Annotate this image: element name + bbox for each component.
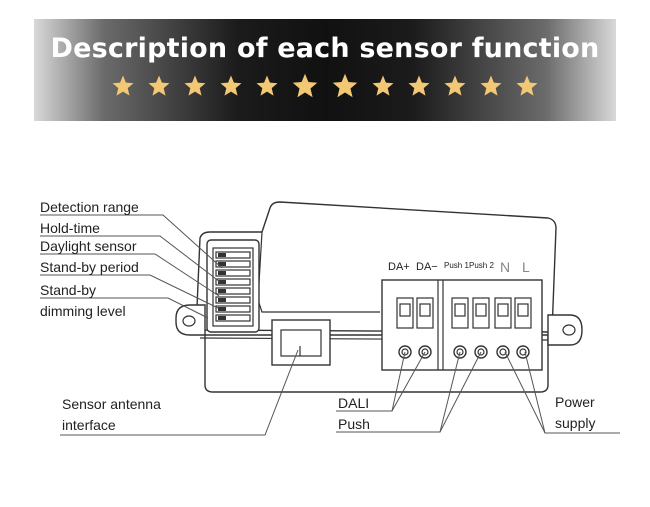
terminal-clamp — [416, 297, 434, 329]
star-icon — [444, 75, 466, 96]
terminal-screw-inner — [477, 348, 485, 356]
antenna-socket — [271, 319, 331, 366]
star-icon — [292, 73, 318, 98]
dip-switch-knob — [218, 316, 226, 320]
dip-switch — [215, 314, 251, 322]
terminal-clamp — [494, 297, 512, 329]
dip-switch-knob — [218, 298, 226, 302]
label-power-2: supply — [555, 415, 595, 431]
label-daylight-sensor: Daylight sensor — [40, 238, 137, 254]
dip-switch-knob — [218, 289, 226, 293]
star-icon — [256, 75, 278, 96]
dip-switch-knob — [218, 253, 226, 257]
dip-switch-block — [206, 239, 260, 333]
label-standby-period: Stand-by period — [40, 259, 139, 275]
terminal-clamp — [514, 297, 532, 329]
label-push: Push — [338, 416, 370, 432]
terminal-clamp-inner — [517, 303, 529, 317]
callout-lines — [40, 214, 620, 436]
dip-switch-knob — [218, 271, 226, 275]
star-icon — [332, 73, 358, 98]
terminal-clamp-inner — [419, 303, 431, 317]
terminal-block — [381, 279, 543, 371]
label-sensor-antenna-1: Sensor antenna — [62, 396, 161, 412]
terminal-clamp — [472, 297, 490, 329]
label-standby-dimming-1: Stand-by — [40, 282, 96, 298]
terminal-n: N — [500, 259, 510, 275]
header-banner: Description of each sensor function — [34, 19, 616, 121]
terminal-l: L — [522, 259, 530, 275]
label-dali: DALI — [338, 395, 369, 411]
dip-switch-knob — [218, 280, 226, 284]
label-power-1: Power — [555, 394, 595, 410]
terminal-screw-inner — [519, 348, 527, 356]
dip-switch — [215, 305, 251, 313]
page-title: Description of each sensor function — [50, 33, 600, 64]
dip-switch-knob — [218, 262, 226, 266]
dip-switch — [215, 287, 251, 295]
terminal-clamp-inner — [399, 303, 411, 317]
star-icon — [148, 75, 170, 96]
label-standby-dimming-2: dimming level — [40, 303, 126, 319]
terminal-screw-inner — [421, 348, 429, 356]
dip-switch — [215, 260, 251, 268]
dip-switch — [215, 278, 251, 286]
label-sensor-antenna-2: interface — [62, 417, 116, 433]
terminal-push2: Push 2 — [469, 261, 494, 270]
star-icon — [372, 75, 394, 96]
star-icon — [220, 75, 242, 96]
terminal-clamp-inner — [454, 303, 466, 317]
star-icon — [112, 75, 134, 96]
dip-switch — [215, 296, 251, 304]
dip-switch-knob — [218, 307, 226, 311]
terminal-screw-inner — [456, 348, 464, 356]
terminal-screw-inner — [499, 348, 507, 356]
dip-switch — [215, 269, 251, 277]
label-detection-range: Detection range — [40, 199, 139, 215]
dip-switch — [215, 251, 251, 259]
star-icon — [480, 75, 502, 96]
terminal-push1: Push 1 — [444, 261, 469, 270]
terminal-da-minus: DA− — [416, 261, 438, 273]
star-icon — [516, 75, 538, 96]
terminal-clamp — [396, 297, 414, 329]
star-icon — [184, 75, 206, 96]
terminal-da-plus: DA+ — [388, 261, 410, 273]
terminal-clamp-inner — [497, 303, 509, 317]
star-row — [34, 73, 616, 100]
star-icon — [408, 75, 430, 96]
terminal-screw-inner — [401, 348, 409, 356]
terminal-clamp-inner — [475, 303, 487, 317]
label-hold-time: Hold-time — [40, 220, 100, 236]
terminal-clamp — [451, 297, 469, 329]
terminal-screw — [516, 345, 530, 359]
